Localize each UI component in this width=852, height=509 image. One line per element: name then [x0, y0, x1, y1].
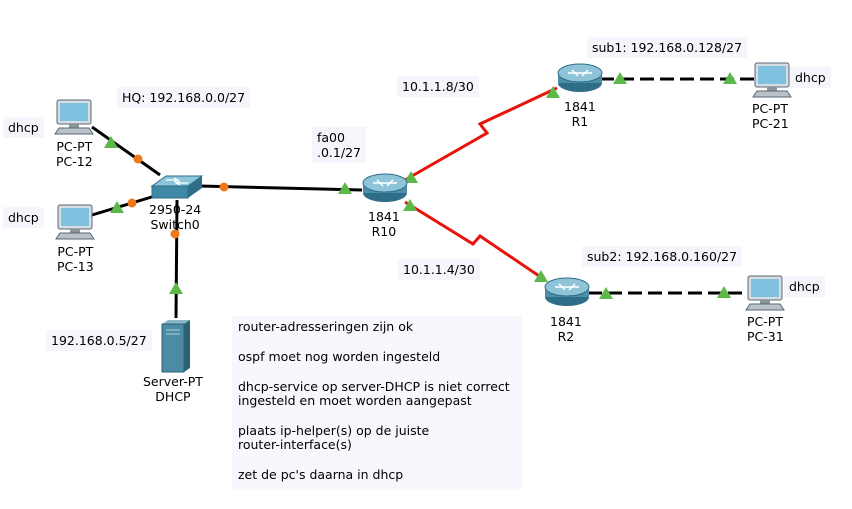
sub1-subnet-label: sub1: 192.168.0.128/27 [587, 37, 748, 58]
device-name: PC-12 [56, 154, 93, 169]
link-status-markers [104, 72, 737, 299]
pc-icon[interactable] [55, 204, 95, 240]
link-orange-marker [219, 182, 229, 192]
switch0-label: 2950-24 Switch0 [149, 202, 201, 232]
link-up-marker [338, 182, 352, 194]
link-orange-marker [127, 198, 137, 208]
device-type: PC-PT [747, 314, 783, 329]
note-line: ospf moet nog worden ingesteld [238, 349, 441, 364]
link-orange-marker [133, 154, 143, 164]
pc12-label: PC-PT PC-12 [56, 139, 93, 169]
link-pc13-switch [91, 194, 156, 217]
fa00-interface-label: fa00 .0.1/27 [312, 127, 366, 163]
device-type: 1841 [564, 99, 596, 114]
pc13-label: PC-PT PC-13 [57, 244, 94, 274]
device-name: PC-21 [752, 116, 789, 131]
link-up-marker [104, 136, 118, 148]
pc31-label: PC-PT PC-31 [747, 314, 784, 344]
note-line: router-interface(s) [238, 437, 352, 452]
pc21-dhcp-label: dhcp [790, 67, 831, 88]
link-orange-marker [170, 229, 180, 239]
serial-link-r10-r1 [404, 86, 558, 182]
r1-label: 1841 R1 [564, 99, 596, 129]
link-r1-subnet-label: 10.1.1.8/30 [397, 76, 479, 97]
device-name: R10 [371, 224, 397, 239]
instructions-note: router-adresseringen zijn ok ospf moet n… [232, 316, 522, 490]
device-type: PC-PT [752, 101, 788, 116]
r2-label: 1841 R2 [550, 314, 582, 344]
pc21-label: PC-PT PC-21 [752, 101, 789, 131]
switch-icon[interactable] [150, 175, 204, 199]
device-type: PC-PT [56, 139, 93, 154]
device-name: PC-31 [747, 329, 784, 344]
device-name: DHCP [155, 389, 191, 404]
link-up-marker [534, 270, 548, 282]
note-line: plaats ip-helper(s) op de juiste [238, 423, 430, 438]
device-type: 1841 [550, 314, 582, 329]
link-up-marker [723, 72, 737, 84]
r10-label: 1841 R10 [368, 209, 400, 239]
fa00-line1: fa00 [317, 130, 345, 145]
link-up-marker [404, 171, 418, 183]
device-type: Server-PT [143, 374, 203, 389]
serial-link-r10-r2 [404, 200, 546, 282]
pc-icon[interactable] [54, 99, 94, 135]
device-name: R1 [571, 114, 589, 129]
device-type: 2950-24 [149, 202, 202, 217]
link-up-marker [546, 86, 560, 98]
link-up-marker [110, 201, 124, 213]
device-name: Switch0 [150, 217, 200, 232]
link-r2-subnet-label: 10.1.1.4/30 [398, 259, 480, 280]
sub2-subnet-label: sub2: 192.168.0.160/27 [582, 246, 743, 267]
server-label: Server-PT DHCP [143, 374, 203, 404]
device-name: R2 [557, 329, 575, 344]
link-up-marker [403, 199, 417, 211]
server-icon[interactable] [161, 320, 190, 373]
link-up-marker [717, 286, 731, 298]
link-up-marker [169, 282, 183, 294]
link-blocking-markers [127, 154, 229, 239]
router-icon[interactable] [557, 63, 603, 92]
pc-icon[interactable] [745, 275, 785, 311]
hq-subnet-label: HQ: 192.168.0.0/27 [117, 87, 251, 108]
device-type: PC-PT [57, 244, 94, 259]
device-type: 1841 [368, 209, 400, 224]
link-pc12-switch [91, 125, 161, 177]
router-icon[interactable] [362, 173, 408, 202]
note-paragraph: plaats ip-helper(s) op de juiste router-… [238, 424, 516, 452]
server-ip-label: 192.168.0.5/27 [46, 330, 152, 351]
note-paragraph: dhcp-service op server-DHCP is niet corr… [238, 380, 516, 408]
pc12-dhcp-label: dhcp [3, 117, 44, 138]
note-line: dhcp-service op server-DHCP is niet corr… [238, 379, 510, 394]
pc13-dhcp-label: dhcp [3, 207, 44, 228]
link-up-marker [599, 287, 613, 299]
device-name: PC-13 [57, 259, 94, 274]
fa00-line2: .0.1/27 [317, 145, 361, 160]
note-line: zet de pc's daarna in dhcp [238, 467, 404, 482]
pc31-dhcp-label: dhcp [784, 276, 825, 297]
note-line: router-adresseringen zijn ok [238, 319, 414, 334]
note-line: ingesteld en moet worden aangepast [238, 393, 472, 408]
pc-icon[interactable] [752, 62, 792, 98]
link-switch-server [174, 199, 179, 319]
router-icon[interactable] [544, 277, 590, 306]
link-up-marker [613, 72, 627, 84]
